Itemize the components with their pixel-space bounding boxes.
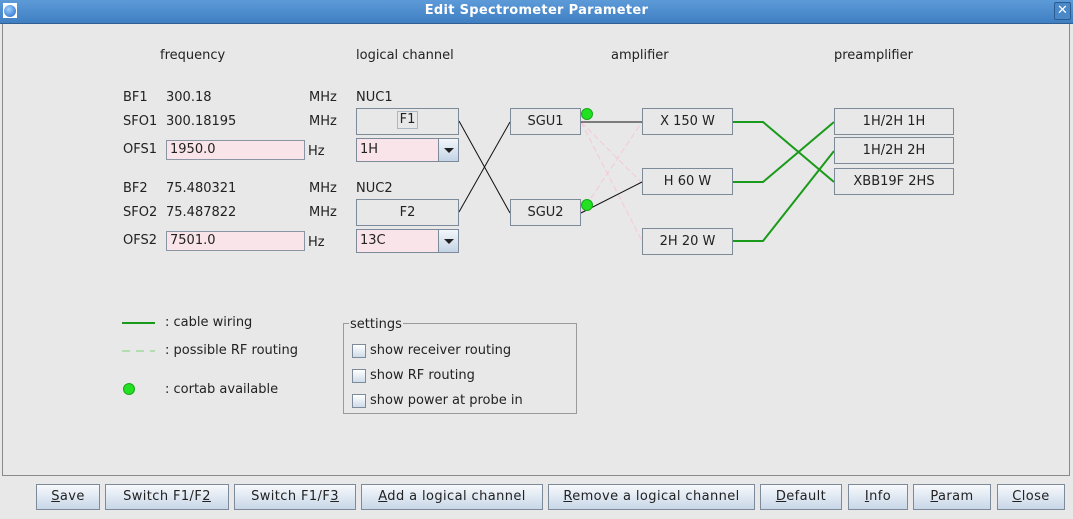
bf2-label: BF2 [123,181,148,196]
header-logical-channel: logical channel [356,48,454,63]
settings-title: settings [349,317,403,332]
header-amplifier: amplifier [611,48,669,63]
chevron-down-icon[interactable] [438,230,458,252]
title-bar: Edit Spectrometer Parameter ✕ [0,0,1073,24]
window-title: Edit Spectrometer Parameter [424,3,649,18]
checkbox-icon[interactable] [352,393,366,408]
sfo1-unit: MHz [309,114,337,129]
app-globe-icon[interactable] [3,3,17,18]
button-bar: Save Switch F1/F2 Switch F1/F3 Add a log… [0,476,1073,519]
bf1-value: 300.18 [166,90,212,105]
preamplifier-box[interactable]: 1H/2H 2H [834,137,954,164]
channel-sgu-lines [458,120,511,214]
switch-f1-f2-button[interactable]: Switch F1/F2 [105,484,229,510]
preamplifier-box[interactable]: 1H/2H 1H [834,108,954,135]
sgu1-box[interactable]: SGU1 [510,108,581,135]
possible-rf-routing-lines [580,121,643,242]
show-receiver-routing-checkbox[interactable]: show receiver routing [352,343,511,358]
legend-cortab-available: : cortab available [165,382,279,397]
logical-channel-f1-label: F1 [396,111,419,129]
legend-possible-rf-routing: : possible RF routing [165,343,298,358]
show-rf-routing-checkbox[interactable]: show RF routing [352,368,475,383]
cortab-available-dot [581,108,593,120]
ofs1-unit: Hz [308,144,325,159]
remove-logical-channel-button[interactable]: Remove a logical channel [548,484,755,510]
checkbox-label: show power at probe in [370,393,523,408]
logical-channel-f1-button[interactable]: F1 [356,108,459,135]
nucleus1-value: 1H [360,142,379,157]
nuc2-label: NUC2 [356,181,393,196]
bf2-value: 75.480321 [166,181,237,196]
nuc1-label: NUC1 [356,90,393,105]
header-frequency: frequency [160,48,226,63]
amplifier-box[interactable]: 2H 20 W [642,228,733,255]
default-button[interactable]: Default [760,484,842,510]
checkbox-icon[interactable] [352,368,366,383]
save-button[interactable]: Save [36,484,100,510]
bf1-unit: MHz [309,90,337,105]
amplifier-box[interactable]: H 60 W [642,168,733,195]
sfo1-label: SFO1 [123,114,158,129]
nucleus2-select[interactable]: 13C [356,229,459,253]
bf2-unit: MHz [309,181,337,196]
preamplifier-box[interactable]: XBB19F 2HS [834,168,954,195]
cortab-available-dot [581,199,593,211]
legend-cable-wiring: : cable wiring [165,315,253,330]
nucleus1-select[interactable]: 1H [356,138,459,162]
sfo2-label: SFO2 [123,205,158,220]
chevron-down-icon[interactable] [438,139,458,161]
show-power-at-probe-in-checkbox[interactable]: show power at probe in [352,393,523,408]
switch-f1-f3-button[interactable]: Switch F1/F3 [234,484,356,510]
ofs2-unit: Hz [308,235,325,250]
legend-cortab-dot [123,383,135,395]
sfo2-value: 75.487822 [166,205,237,220]
close-icon[interactable]: ✕ [1054,2,1071,20]
amplifier-box[interactable]: X 150 W [642,108,733,135]
ofs2-input[interactable]: 7501.0 [166,231,305,251]
add-logical-channel-button[interactable]: Add a logical channel [361,484,543,510]
logical-channel-f2-button[interactable]: F2 [356,199,459,226]
checkbox-icon[interactable] [352,343,366,358]
settings-group: settings show receiver routing show RF r… [343,317,577,414]
ofs2-label: OFS2 [123,233,158,248]
cable-wiring-lines [733,121,835,242]
checkbox-label: show RF routing [370,368,475,383]
info-button[interactable]: Info [848,484,908,510]
header-preamplifier: preamplifier [834,48,913,63]
checkbox-label: show receiver routing [370,343,512,358]
bf1-label: BF1 [123,90,148,105]
ofs1-label: OFS1 [123,142,158,157]
close-button[interactable]: Close [997,484,1065,510]
sfo1-value: 300.18195 [166,114,237,129]
ofs1-input[interactable]: 1950.0 [166,140,305,160]
param-button[interactable]: Param [913,484,991,510]
nucleus2-value: 13C [360,233,386,248]
sgu2-box[interactable]: SGU2 [510,199,581,226]
sfo2-unit: MHz [309,205,337,220]
